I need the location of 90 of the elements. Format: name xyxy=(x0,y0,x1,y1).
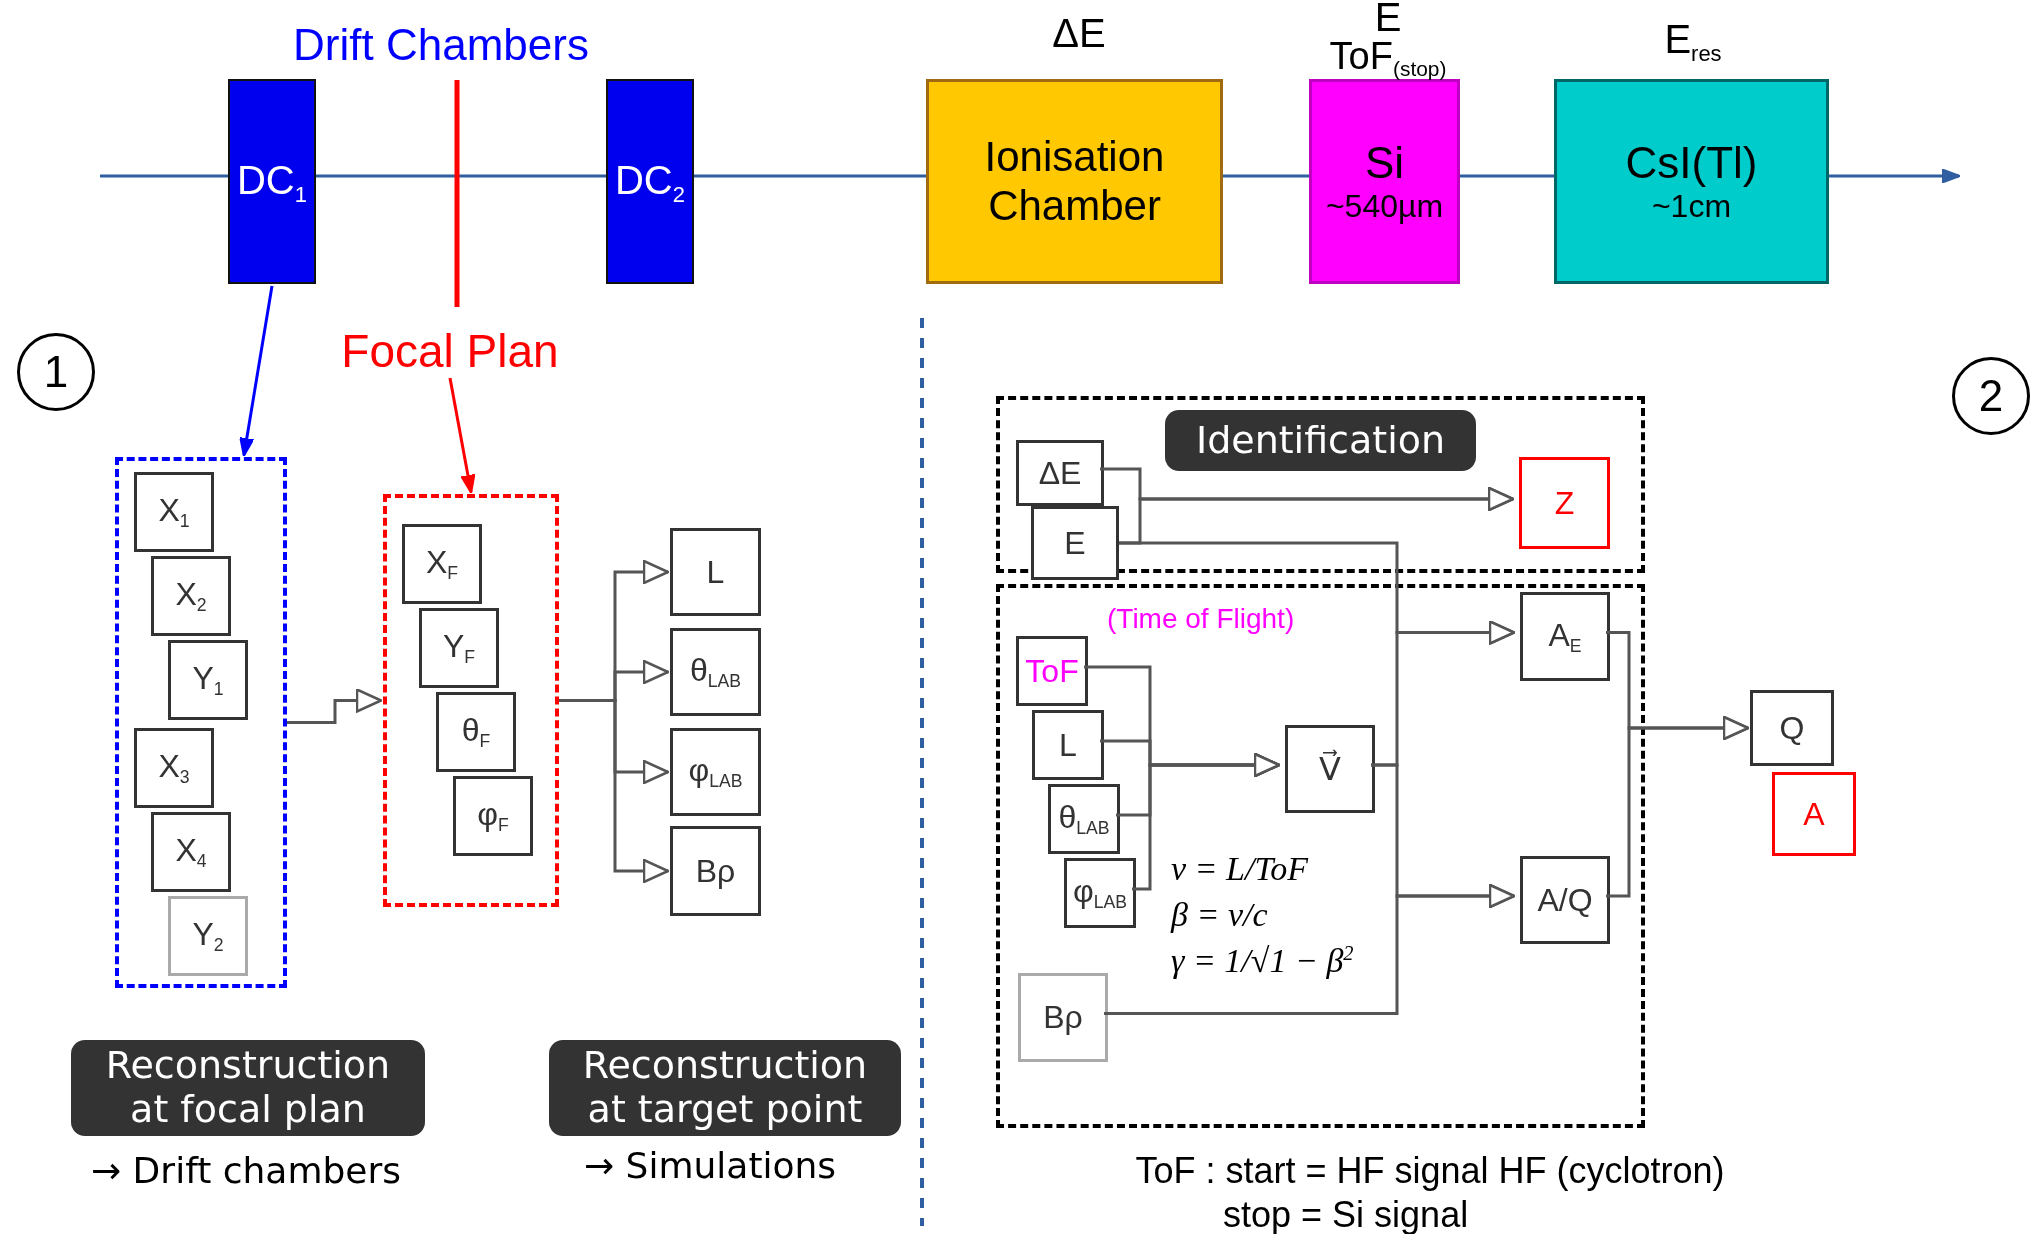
box-label: L xyxy=(1059,726,1077,764)
hollow-arrow xyxy=(559,699,670,884)
note-text: stop = Si signal xyxy=(1223,1194,1469,1234)
equation: β = v/c xyxy=(1171,896,1268,934)
variable-card xyxy=(1285,725,1375,813)
box-label: θ$_{F}$ xyxy=(461,712,491,752)
hollow-arrow xyxy=(1606,715,1750,898)
box-label: Y$_{2}$ xyxy=(192,916,224,956)
variable-card xyxy=(1032,710,1104,780)
variable-card xyxy=(419,608,499,688)
box-label: θ$_{LAB}$ xyxy=(689,652,742,692)
banner-text: Identification xyxy=(1195,418,1446,463)
box-label: DC$_{1}$ xyxy=(237,156,307,207)
banner-text: Reconstruction at target point xyxy=(581,1044,869,1132)
box-label: X$_{4}$ xyxy=(175,832,207,872)
box-label: CsI(Tl) xyxy=(1625,137,1758,189)
arrow xyxy=(448,377,476,494)
arrow xyxy=(239,285,274,457)
heading-text: Drift Chambers xyxy=(293,20,589,70)
variable-card xyxy=(168,896,248,976)
box-label: X$_{F}$ xyxy=(425,544,459,584)
hollow-arrow xyxy=(1104,883,1516,1015)
dashed-group-frame xyxy=(996,584,1645,1128)
section-banner xyxy=(1165,410,1476,471)
variable-card xyxy=(670,628,761,716)
box-label: θ$_{LAB}$ xyxy=(1058,799,1110,839)
variable-card xyxy=(151,556,231,636)
box-label: Z xyxy=(1554,484,1575,522)
box-label: Bρ xyxy=(1043,999,1083,1036)
box-label: ToF xyxy=(1025,652,1079,690)
annotation-text: (Time of Flight) xyxy=(1107,603,1295,635)
variable-card xyxy=(1520,856,1610,944)
variable-card xyxy=(151,812,231,892)
box-label: Si xyxy=(1364,137,1405,189)
note-text: → Drift chambers xyxy=(91,1150,402,1191)
variable-card xyxy=(168,640,248,720)
variable-card xyxy=(1018,973,1108,1062)
hollow-arrow xyxy=(287,688,383,724)
note-text: → Simulations xyxy=(584,1145,837,1186)
banner-text: Reconstruction at focal plan xyxy=(104,1044,392,1132)
variable-card xyxy=(670,728,761,816)
variable-card xyxy=(134,472,214,552)
energy-label: E$_{res}$ xyxy=(1664,17,1722,67)
note-text: ToF : start = HF signal HF (cyclotron) xyxy=(1135,1150,1725,1192)
box-label: X$_{3}$ xyxy=(158,748,190,788)
equation: v = L/ToF xyxy=(1171,850,1308,888)
box-label: L xyxy=(706,553,725,591)
drift-chamber-box xyxy=(228,79,316,284)
box-label: Bρ xyxy=(695,852,736,890)
box-label: A$_{E}$ xyxy=(1548,616,1582,657)
box-label: X$_{2}$ xyxy=(175,576,207,616)
box-label: Ionisation Chamber xyxy=(983,133,1166,230)
variable-card xyxy=(1064,858,1136,928)
box-label: φ$_{LAB}$ xyxy=(1073,873,1127,913)
box-label: ΔE xyxy=(1038,454,1082,492)
equation: γ = 1/√1 − β$^{2}$ xyxy=(1171,942,1354,981)
focal-plan-label: Focal Plan xyxy=(330,326,570,376)
result-card xyxy=(1772,772,1856,856)
variable-card xyxy=(453,776,533,856)
variable-card xyxy=(670,528,761,616)
box-label: Q xyxy=(1779,709,1805,747)
variable-card xyxy=(1048,784,1120,854)
energy-loss-label: ΔE xyxy=(1052,11,1106,56)
variable-card xyxy=(134,728,214,808)
box-label: φ$_{F}$ xyxy=(477,796,509,836)
variable-card xyxy=(670,826,761,916)
drift-chamber-box xyxy=(606,79,694,284)
number-text: 1 xyxy=(43,346,69,398)
variable-card xyxy=(402,524,482,604)
box-label: φ$_{LAB}$ xyxy=(688,752,743,792)
result-card xyxy=(1519,457,1610,549)
box-label: Y$_{F}$ xyxy=(442,628,476,668)
variable-card xyxy=(1031,506,1119,580)
number-text: 2 xyxy=(1978,370,2004,422)
box-label: A/Q xyxy=(1537,881,1593,919)
box-label: DC$_{2}$ xyxy=(615,156,685,207)
variable-card xyxy=(436,692,516,772)
variable-card xyxy=(1750,690,1834,766)
dashed-group-frame xyxy=(115,457,287,988)
variable-card xyxy=(1520,592,1610,681)
dashed-group-frame xyxy=(383,494,559,907)
box-label: A xyxy=(1803,795,1825,833)
box-label: ~540µm xyxy=(1325,188,1444,226)
hollow-arrow xyxy=(1132,752,1281,891)
box-label: Y$_{1}$ xyxy=(192,660,224,700)
variable-card xyxy=(1016,440,1104,506)
box-label: ~1cm xyxy=(1651,188,1732,226)
box-label: X$_{1}$ xyxy=(158,492,190,532)
box-label: V⃗ xyxy=(1319,750,1341,788)
box-label: E xyxy=(1064,524,1086,562)
